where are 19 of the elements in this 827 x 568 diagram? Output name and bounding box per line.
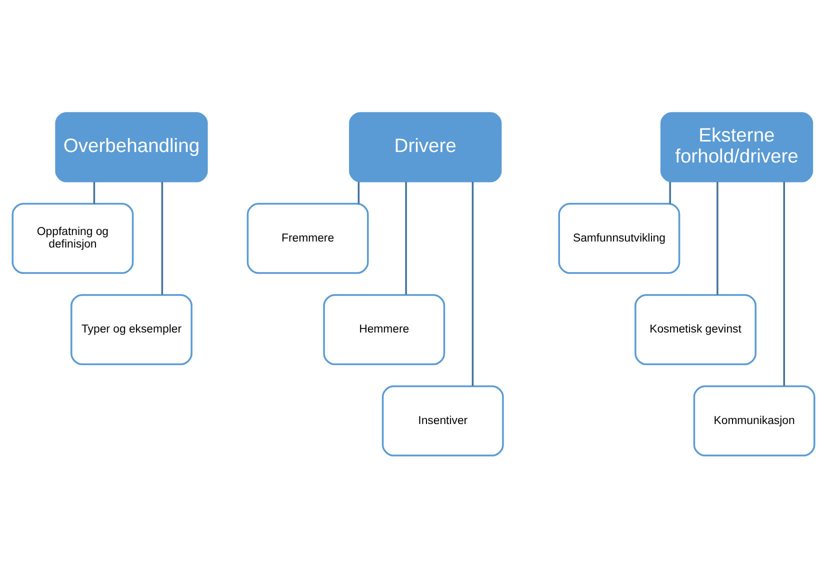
node-box: Kommunikasjon: [693, 385, 816, 456]
connector: [93, 182, 96, 204]
node-box: Eksterne forhold/drivere: [660, 112, 814, 182]
node-box: Overbehandling: [55, 112, 208, 182]
connector: [405, 182, 407, 295]
node-box: Kosmetisk gevinst: [634, 294, 756, 366]
node-box: Oppfatning og definisjon: [12, 202, 134, 274]
node-box: Fremmere: [246, 202, 369, 274]
connector: [358, 182, 360, 204]
node-box: Samfunnsutvikling: [558, 202, 680, 274]
node-box: Insentiver: [382, 385, 504, 456]
connector: [669, 182, 671, 204]
connector: [783, 182, 785, 386]
node-box: Typer og eksempler: [70, 294, 192, 366]
node-box: Hemmere: [323, 294, 446, 366]
connector: [161, 182, 164, 295]
connector: [716, 182, 718, 295]
node-box: Drivere: [349, 112, 502, 182]
connector: [472, 182, 474, 386]
